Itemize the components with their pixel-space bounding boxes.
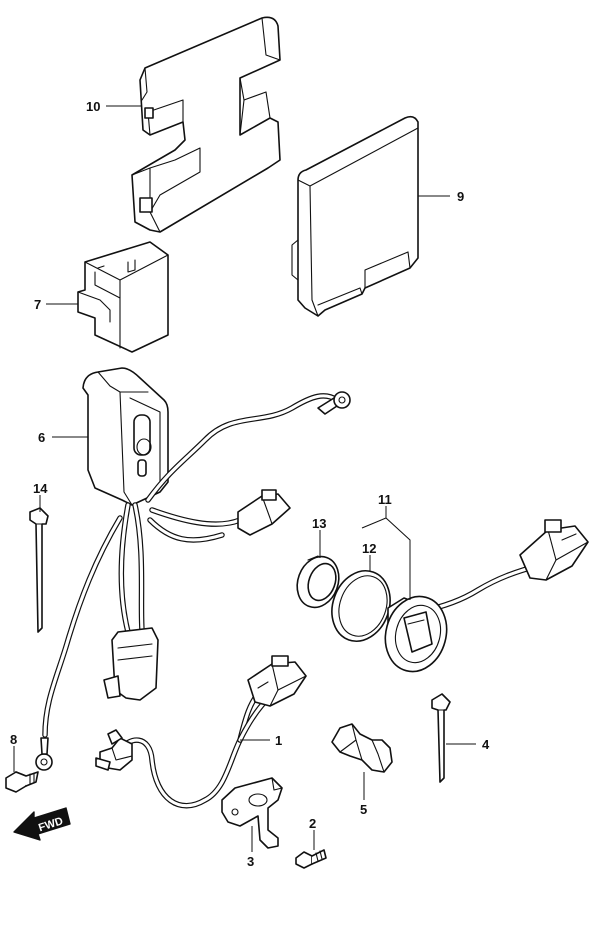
callout-4: 4 (482, 737, 490, 752)
callout-7: 7 (34, 297, 41, 312)
callout-2: 2 (309, 816, 316, 831)
part-14-cable-tie[interactable] (29, 507, 49, 633)
harness-coupler (237, 489, 291, 536)
ring-terminal-left (35, 737, 53, 771)
fwd-arrow: FWD (13, 807, 71, 841)
part-11-socket[interactable] (377, 519, 589, 678)
part-5-clip[interactable] (331, 723, 393, 773)
regulator-connector (103, 627, 159, 701)
callouts: 10 9 7 6 14 13 12 11 1 4 5 8 3 2 (10, 99, 490, 869)
callout-13: 13 (312, 516, 326, 531)
part-8-bolt[interactable] (5, 771, 39, 793)
callout-14: 14 (33, 481, 48, 496)
part-7-relay[interactable] (77, 241, 169, 353)
leader-lines (13, 105, 476, 852)
callout-10: 10 (86, 99, 100, 114)
part-9-ecu[interactable] (291, 115, 419, 317)
part-3-bracket[interactable] (221, 777, 283, 849)
ring-terminal-top (317, 391, 351, 415)
part-4-cable-tie[interactable] (431, 693, 451, 783)
callout-11: 11 (378, 492, 392, 507)
part-10-cover[interactable] (131, 16, 281, 233)
callout-9: 9 (457, 189, 464, 204)
callout-3: 3 (247, 854, 254, 869)
part-12-o-ring[interactable] (322, 563, 399, 650)
callout-1: 1 (275, 733, 282, 748)
part-13-grommet[interactable] (290, 551, 345, 614)
part-6-regulator[interactable] (82, 367, 169, 506)
callout-5: 5 (360, 802, 367, 817)
callout-8: 8 (10, 732, 17, 747)
part-1-sensor[interactable] (95, 655, 307, 809)
callout-12: 12 (362, 541, 376, 556)
callout-6: 6 (38, 430, 45, 445)
part-2-screw[interactable] (295, 849, 327, 869)
